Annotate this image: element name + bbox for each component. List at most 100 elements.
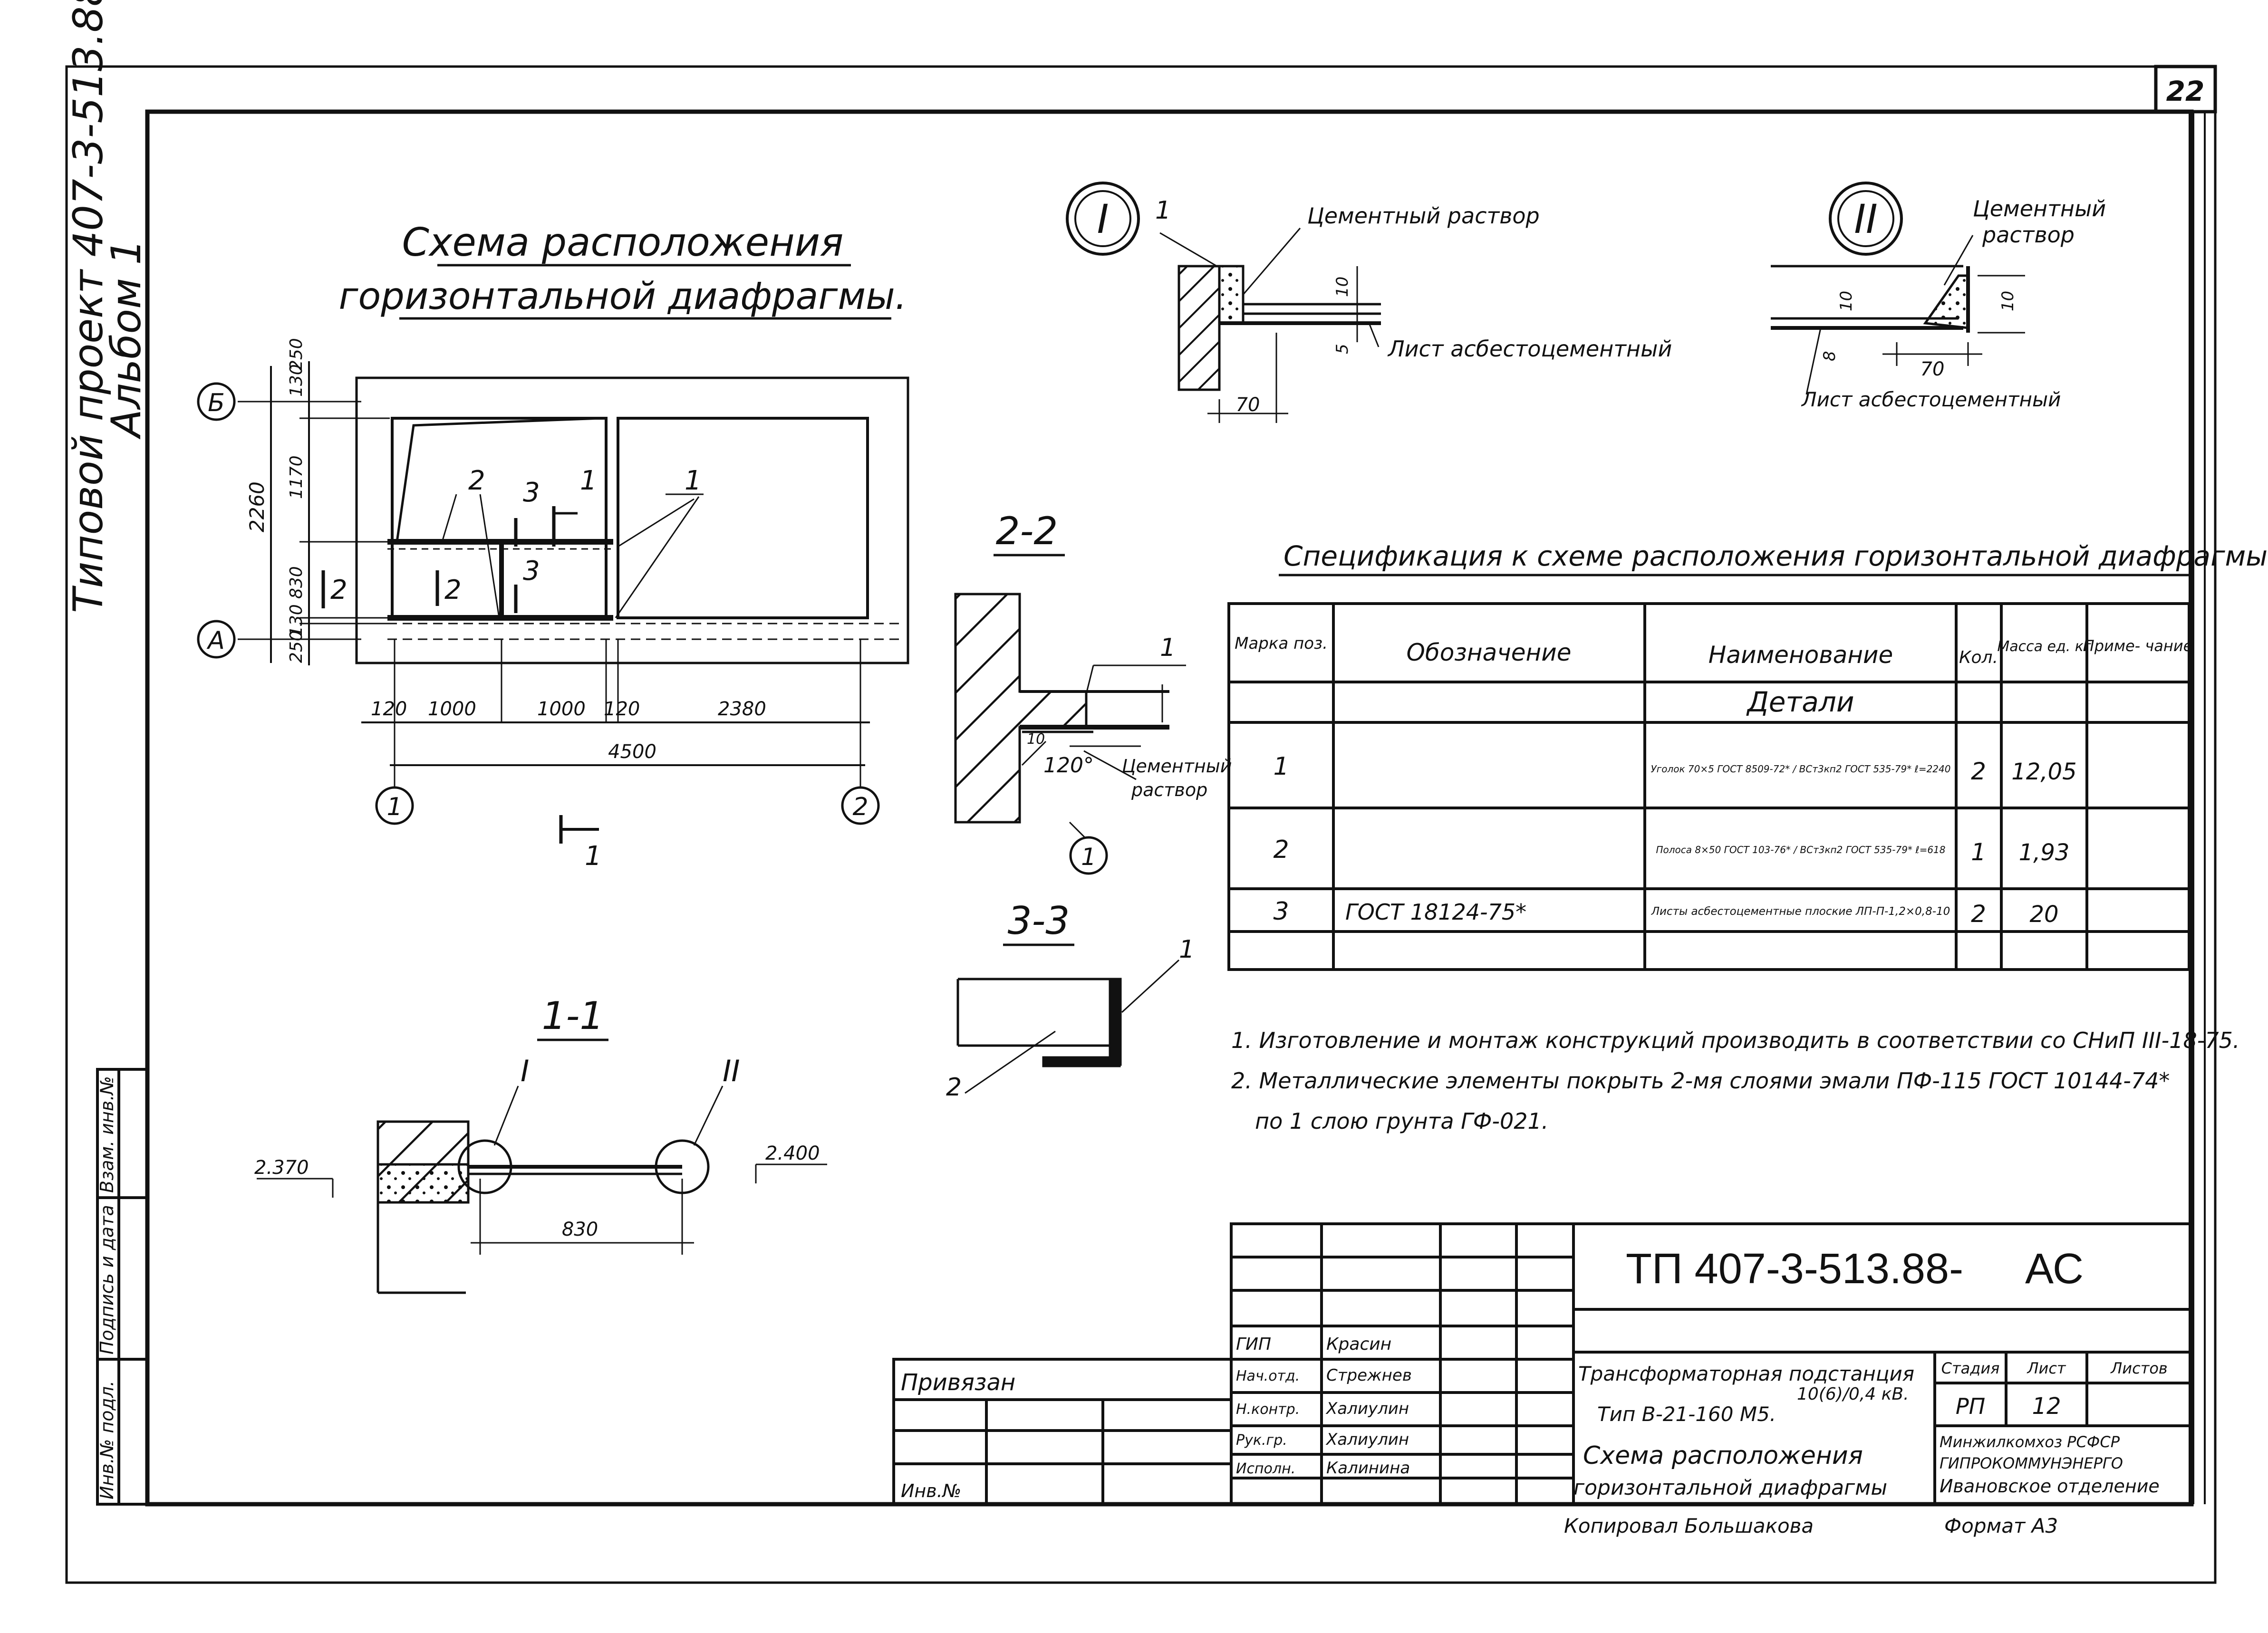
spec-row3-designation: ГОСТ 18124-75*: [1345, 899, 1526, 925]
dim-h-1000b: 1000: [537, 698, 586, 720]
tb-name-5: Калинина: [1326, 1459, 1410, 1478]
tb-bound: Привязан: [901, 1369, 1015, 1396]
side-stamp-project: Типовой проект 407-3-513.88: [65, 0, 112, 613]
spec-header-mass: Масса ед. кг: [1997, 638, 2091, 655]
dim-h-120b: 120: [604, 698, 640, 720]
section-22-cement-1: Цементный: [1122, 756, 1232, 777]
tb-copied: Копировал Большакова: [1564, 1514, 1814, 1537]
tb-role-1: ГИП: [1236, 1335, 1271, 1354]
spec-header-qty: Кол.: [1959, 648, 1998, 667]
dim-h-120a: 120: [371, 698, 407, 720]
section-22-cement-2: раствор: [1131, 779, 1207, 800]
detail-I-dim-70: 70: [1236, 394, 1260, 416]
dim-v-830: 830: [287, 566, 306, 599]
detail-I-dim-5: 5: [1333, 344, 1352, 354]
note-1: 1. Изготовление и монтаж конструкций про…: [1231, 1028, 2239, 1053]
section-33-title: 3-3: [1008, 899, 1070, 943]
inv-original: Инв.№ подл.: [97, 1381, 117, 1499]
detail-II-cement-1: Цементный: [1973, 196, 2106, 221]
sheet-number: 22: [2166, 75, 2205, 107]
tb-drawing-2: горизонтальной диафрагмы: [1573, 1476, 1887, 1500]
dim-v-1170: 1170: [287, 455, 306, 499]
dim-v-250b: 250: [287, 630, 306, 663]
notes: 1. Изготовление и монтаж конструкций про…: [1231, 1028, 2239, 1134]
spec-header-name: Наименование: [1708, 641, 1893, 669]
plan-section-2b: 2: [444, 575, 462, 605]
specification: Спецификация к схеме расположения горизо…: [1227, 540, 2268, 971]
section-22-axis: 1: [1081, 843, 1096, 871]
tb-role-5: Исполн.: [1236, 1460, 1295, 1477]
tb-stage-label: Стадия: [1941, 1359, 2000, 1377]
dim-v-130a: 130: [287, 364, 306, 397]
spec-row3-qty: 2: [1971, 900, 1986, 928]
tb-format: Формат А3: [1944, 1514, 2058, 1537]
inv-signature: Подпись и дата: [97, 1205, 117, 1354]
plan-section-3a: 3: [523, 477, 540, 508]
tb-org-3: Ивановское отделение: [1940, 1476, 2160, 1497]
spec-row2-name: Полоса 8×50 ГОСТ 103-76* / ВСт3кп2 ГОСТ …: [1656, 844, 1945, 855]
section-11-title: 1-1: [542, 994, 604, 1038]
dim-h-1000a: 1000: [428, 698, 476, 720]
axis-1: 1: [386, 793, 402, 821]
spec-row3-name: Листы асбестоцементные плоские ЛП-П-1,2×…: [1651, 905, 1950, 918]
detail-II-dim-70: 70: [1921, 358, 1945, 380]
tb-role-4: Рук.гр.: [1236, 1432, 1287, 1449]
detail-I: I 1 Цементный раствор Лист асбестоцемент…: [1066, 182, 1672, 423]
section-11-level-right: 2.400: [765, 1143, 820, 1164]
plan-section-3b: 3: [523, 556, 540, 586]
note-2: 2. Металлические элементы покрыть 2-мя с…: [1231, 1068, 2170, 1094]
tb-mark: АС: [2025, 1245, 2084, 1293]
detail-II: II Цементный раствор Лист асбестоцементн…: [1771, 182, 2106, 411]
detail-I-cement: Цементный раствор: [1307, 203, 1540, 229]
inventory-column: [96, 1068, 149, 1506]
note-3: по 1 слою грунта ГФ-021.: [1255, 1108, 1548, 1134]
detail-II-dim-10b: 10: [1998, 291, 2017, 311]
tb-sheet: 12: [2032, 1393, 2061, 1420]
detail-II-sheet: Лист асбестоцементный: [1801, 388, 2061, 411]
tb-project-2: 10(6)/0,4 кВ.: [1797, 1384, 1909, 1404]
section-22-dim-10: 10: [1027, 731, 1045, 748]
axis-b: Б: [208, 389, 225, 417]
section-22-angle: 120°: [1043, 753, 1094, 778]
section-11-detail-I: I: [521, 1054, 529, 1088]
section-1-1: 1-1 I II 2.370 2.400 830: [254, 994, 827, 1294]
section-3-3: 3-3 1 2: [946, 899, 1195, 1102]
spec-header-note: Приме- чание: [2083, 637, 2193, 655]
spec-row2-mass: 1,93: [2019, 839, 2070, 866]
tb-name-4: Халиулин: [1325, 1430, 1409, 1449]
tb-role-2: Нач.отд.: [1236, 1368, 1300, 1384]
section-11-level-left: 2.370: [254, 1157, 309, 1179]
spec-row3-pos: 3: [1273, 897, 1289, 926]
spec-row1-qty: 2: [1971, 758, 1986, 785]
title-block: ТП 407-3-513.88- АС Трансформаторная под…: [892, 1222, 2193, 1537]
tb-role-3: Н.контр.: [1236, 1401, 1300, 1418]
tb-sheet-label: Лист: [2027, 1359, 2066, 1377]
plan-view: Схема расположения горизонтальной диафра…: [197, 220, 909, 872]
tb-name-3: Халиулин: [1325, 1399, 1409, 1418]
spec-title: Спецификация к схеме расположения горизо…: [1284, 540, 2268, 572]
side-stamp-album: Альбом 1: [103, 239, 150, 440]
plan-section-2: 2: [330, 575, 347, 605]
tb-drawing-1: Схема расположения: [1583, 1441, 1863, 1470]
section-22-pos: 1: [1160, 634, 1176, 662]
plan-section-1-bottom: 1: [585, 841, 602, 872]
tb-name-1: Красин: [1326, 1335, 1391, 1354]
dim-v-250a: 250: [287, 338, 306, 371]
dim-v-130b: 130: [287, 604, 306, 637]
plan-callout-2: 2: [468, 465, 485, 496]
dim-4500: 4500: [608, 741, 656, 763]
dim-2260: 2260: [245, 481, 269, 532]
plan-callout-1: 1: [685, 465, 702, 496]
plan-section-1: 1: [580, 465, 597, 496]
plan-title-line2: горизонтальной диафрагмы.: [339, 275, 907, 318]
tb-org-1: Минжилкомхоз РСФСР: [1940, 1433, 2120, 1451]
inv-replaced: Взам. инв.№: [97, 1076, 117, 1193]
spec-row2-qty: 1: [1971, 838, 1986, 866]
detail-II-cement-2: раствор: [1982, 222, 2075, 248]
spec-section-row: Детали: [1746, 686, 1854, 718]
section-11-dim-830: 830: [562, 1219, 598, 1240]
spec-header-designation: Обозначение: [1407, 639, 1572, 666]
section-33-pos2: 2: [946, 1073, 962, 1102]
detail-I-dim-10: 10: [1333, 277, 1352, 297]
